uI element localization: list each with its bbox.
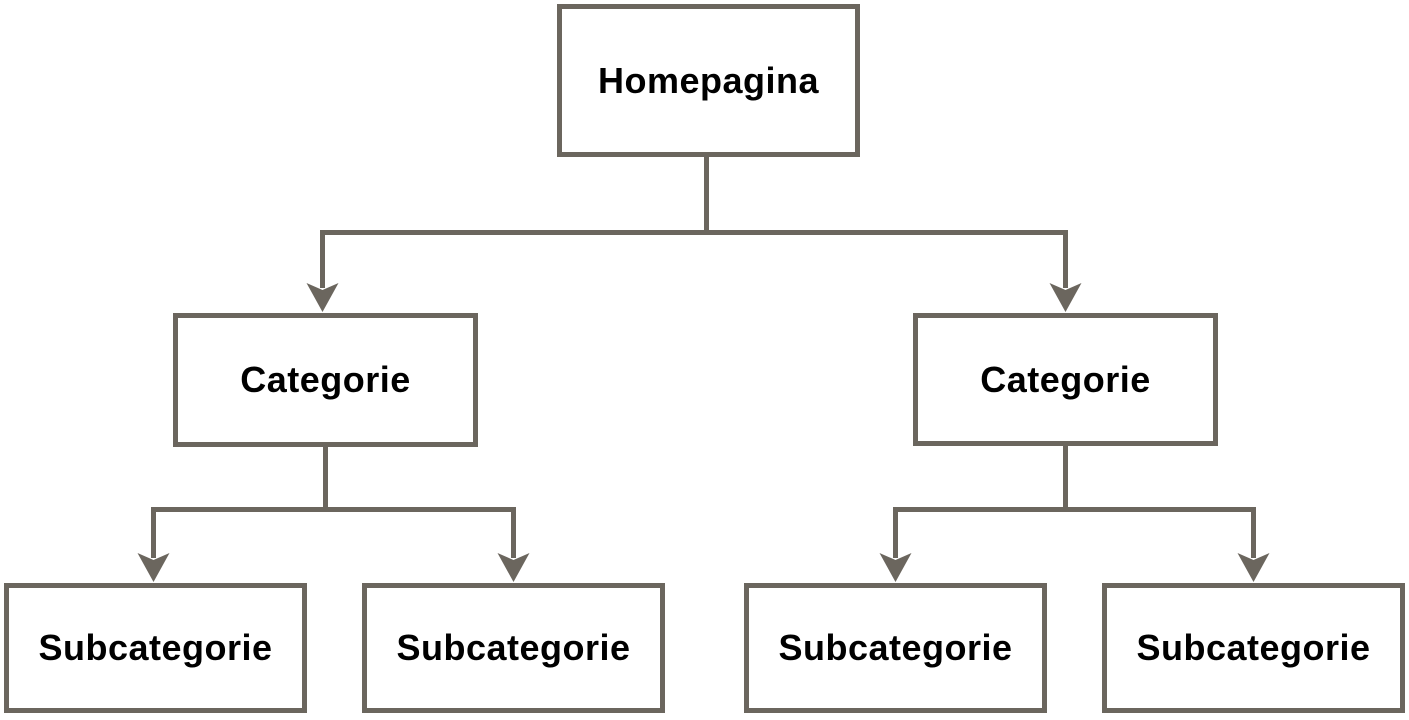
arrowhead-sub4 [1237, 553, 1270, 582]
node-subcategorie-3-label: Subcategorie [778, 627, 1013, 668]
arrowhead-catL [306, 283, 339, 312]
node-homepagina-label: Homepagina [597, 59, 820, 101]
node-categorie-left: Categorie [173, 313, 478, 447]
node-subcategorie-1-label: Subcategorie [38, 627, 273, 668]
node-subcategorie-1: Subcategorie [4, 583, 307, 713]
node-subcategorie-2-label: Subcategorie [396, 627, 631, 668]
node-homepagina: Homepagina [557, 4, 860, 157]
arrowhead-sub2 [497, 553, 530, 582]
edge-rail-subcats-left [151, 507, 516, 558]
node-subcategorie-3: Subcategorie [744, 583, 1047, 713]
arrowhead-catR [1049, 283, 1082, 312]
node-categorie-left-label: Categorie [240, 359, 411, 400]
node-categorie-right: Categorie [913, 313, 1218, 446]
node-subcategorie-2: Subcategorie [362, 583, 665, 713]
node-categorie-right-label: Categorie [980, 358, 1151, 400]
node-subcategorie-4: Subcategorie [1102, 583, 1405, 713]
edge-rail-categories [320, 230, 1068, 288]
node-subcategorie-4-label: Subcategorie [1136, 627, 1371, 668]
arrowhead-sub1 [137, 553, 170, 582]
arrowhead-sub3 [879, 553, 912, 582]
edge-rail-subcats-right [893, 507, 1256, 558]
